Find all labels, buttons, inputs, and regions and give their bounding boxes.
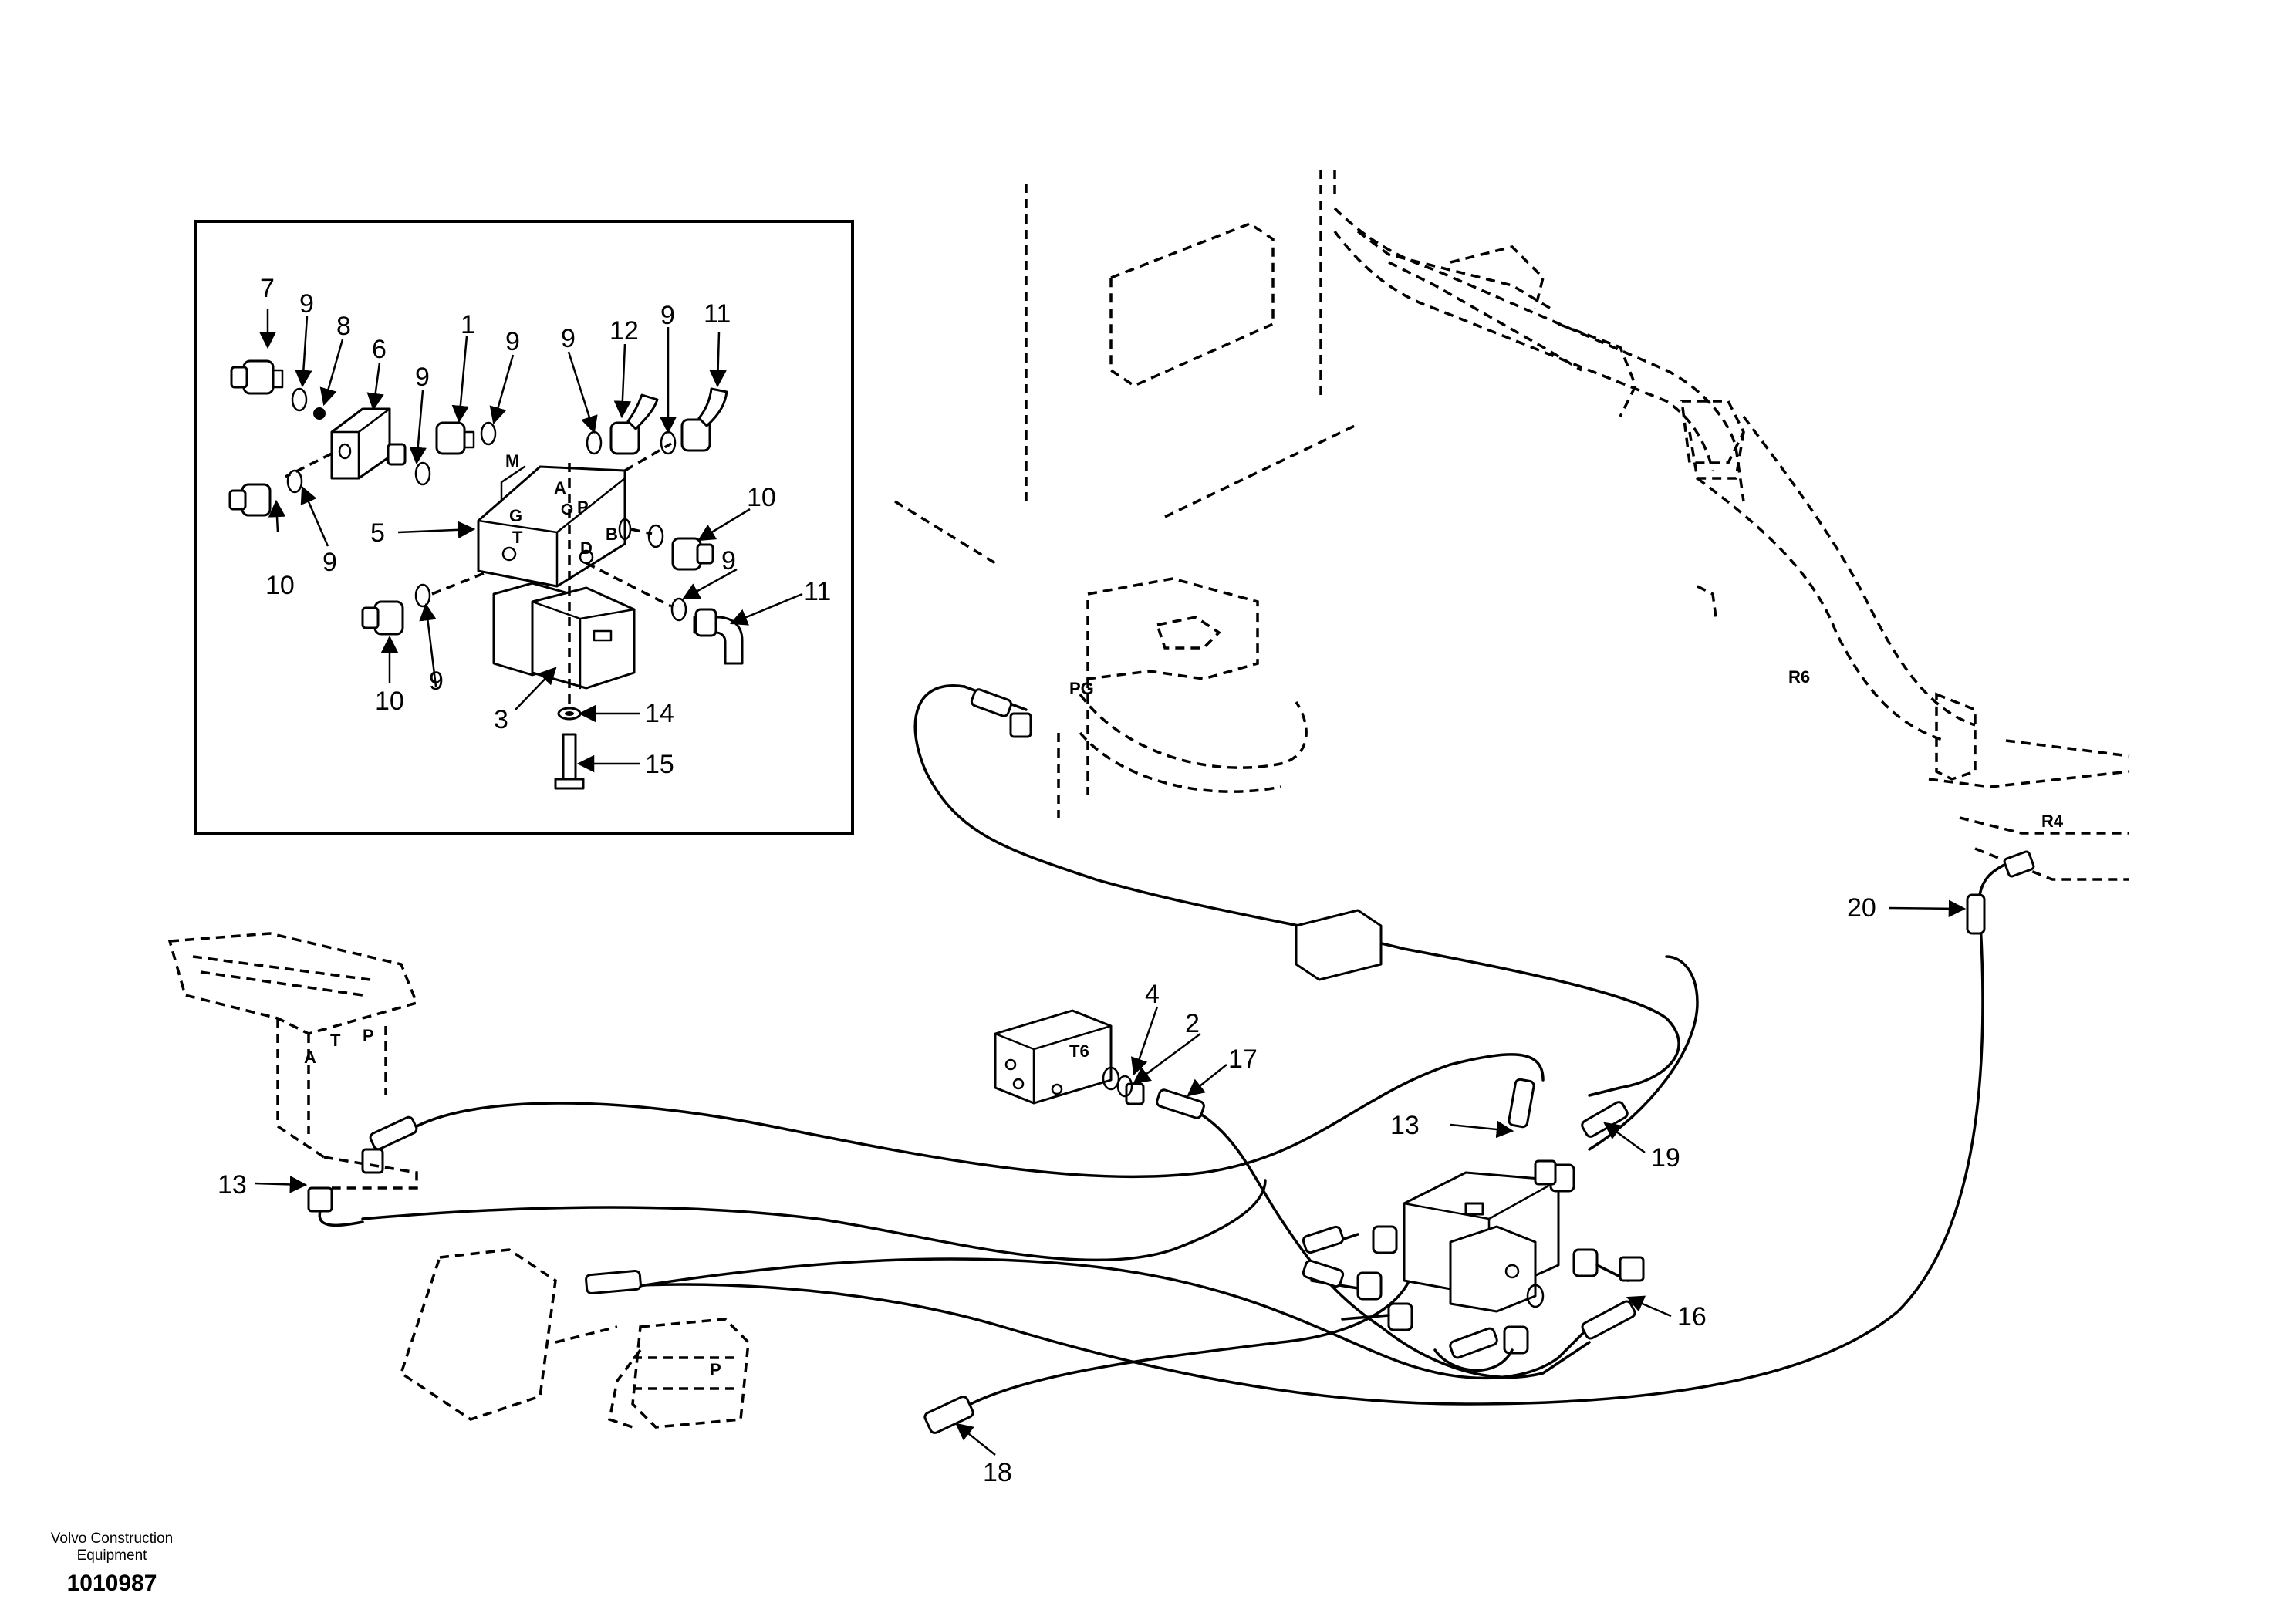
port-p: P — [577, 498, 589, 517]
callout-9i: 9 — [429, 667, 444, 696]
callout-9f: 9 — [322, 548, 337, 577]
o-ring-9f — [286, 469, 303, 494]
callout-17: 17 — [1228, 1045, 1258, 1074]
fitting-10a — [228, 483, 272, 517]
washer-14 — [557, 707, 582, 721]
callout-9a: 9 — [299, 289, 314, 319]
drawing-number: 1010987 — [66, 1571, 157, 1596]
callout-19: 19 — [1651, 1143, 1680, 1173]
lower-p-block — [555, 1318, 750, 1429]
o-ring-9g — [647, 524, 664, 548]
o-ring-9a — [291, 387, 308, 412]
port-t: T — [512, 528, 523, 547]
port-r6: R6 — [1788, 667, 1810, 687]
fitting-10b — [671, 537, 714, 571]
callout-20: 20 — [1847, 893, 1876, 923]
callout-9e: 9 — [660, 301, 675, 330]
lower-left-panel — [399, 1248, 557, 1421]
callout-9g: 9 — [721, 546, 736, 575]
port-m: M — [505, 451, 519, 471]
callout-2: 2 — [1185, 1009, 1200, 1038]
o-ring-9c — [480, 421, 497, 446]
port-pedal-p: P — [363, 1026, 374, 1045]
t6-block — [994, 1009, 1133, 1105]
callout-3: 3 — [494, 705, 508, 734]
fitting-7 — [230, 359, 284, 395]
port-r4: R4 — [2041, 812, 2064, 831]
callout-7: 7 — [260, 274, 275, 303]
company-line-1: Volvo Construction — [50, 1531, 174, 1547]
detail-inset: M A P G T B D — [194, 220, 854, 835]
mid-block — [1295, 909, 1383, 981]
callout-12: 12 — [609, 316, 639, 346]
fitting-10c — [361, 600, 404, 636]
callout-9d: 9 — [561, 324, 576, 353]
hose-end-fittings — [307, 688, 2035, 1434]
main-valve-assembly — [1310, 1163, 1629, 1372]
o-ring-9h — [670, 597, 687, 622]
callout-13b: 13 — [218, 1170, 247, 1200]
port-g: G — [509, 506, 522, 525]
callout-11b: 11 — [804, 577, 831, 606]
callout-9c: 9 — [505, 327, 520, 356]
callout-8: 8 — [336, 312, 351, 341]
callout-18: 18 — [983, 1458, 1012, 1487]
callout-1: 1 — [461, 310, 475, 339]
machine-outline — [894, 170, 2130, 881]
elbow-11a — [680, 387, 728, 452]
port-t6: T6 — [1069, 1041, 1089, 1061]
callout-4: 4 — [1145, 980, 1160, 1009]
company-name: Volvo Construction Equipment — [0, 1531, 224, 1564]
ball-8 — [313, 407, 326, 420]
port-lower-p: P — [710, 1360, 721, 1379]
company-line-2: Equipment — [76, 1547, 147, 1564]
callout-11a: 11 — [704, 299, 731, 329]
port-pedal-t: T — [330, 1031, 341, 1050]
callout-16: 16 — [1677, 1302, 1707, 1331]
port-d: D — [580, 538, 593, 558]
callout-10c: 10 — [375, 687, 404, 716]
port-pedal-a: A — [304, 1048, 316, 1067]
port-a: A — [554, 478, 566, 498]
solenoid-3 — [492, 582, 636, 690]
callout-10a: 10 — [265, 571, 295, 600]
fitting-1 — [435, 421, 475, 455]
callout-6: 6 — [372, 335, 387, 364]
callout-14: 14 — [645, 699, 674, 728]
block-6 — [330, 407, 407, 480]
bolt-15 — [554, 733, 585, 790]
callout-10b: 10 — [747, 483, 776, 512]
callout-15: 15 — [645, 750, 674, 779]
pedal-outline — [167, 932, 419, 1190]
port-pg: PG — [1069, 679, 1094, 698]
port-b: B — [606, 525, 618, 544]
callout-13a: 13 — [1390, 1111, 1420, 1140]
callout-9b: 9 — [415, 363, 430, 392]
elbow-11b — [693, 608, 744, 665]
callout-5: 5 — [370, 518, 385, 548]
